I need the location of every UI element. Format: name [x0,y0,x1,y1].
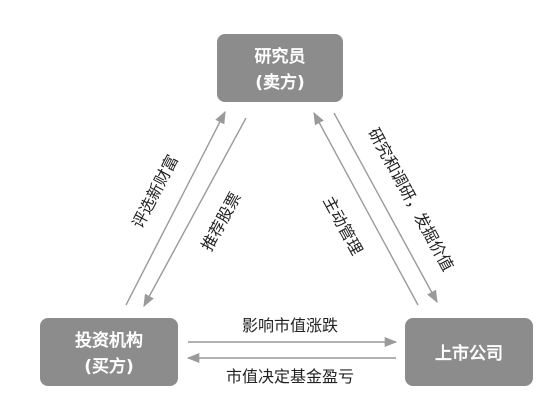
node-company: 上市公司 [405,318,533,386]
label-researcher-to-investor: 推荐股票 [197,189,244,254]
node-investor-subtitle: (买方) [84,356,134,377]
node-investor-title: 投资机构 [75,330,143,351]
arrow-investor-to-researcher [125,110,226,306]
label-researcher-to-company: 研究和调研，发掘价值 [364,125,457,275]
arrow-researcher-to-investor [143,117,247,308]
label-company-to-researcher: 主动管理 [319,193,366,258]
node-researcher: 研究员 (卖方) [217,34,343,102]
arrow-company-to-researcher [313,111,419,306]
label-investor-to-company: 影响市值涨跌 [242,316,338,335]
node-researcher-title: 研究员 [255,46,306,67]
arrow-researcher-to-company [333,112,438,304]
node-investor: 投资机构 (买方) [40,318,178,386]
node-researcher-subtitle: (卖方) [255,72,305,93]
label-investor-to-researcher: 评选新财富 [128,152,182,232]
label-company-to-investor: 市值决定基金盈亏 [226,367,354,386]
node-company-title: 上市公司 [435,343,503,364]
